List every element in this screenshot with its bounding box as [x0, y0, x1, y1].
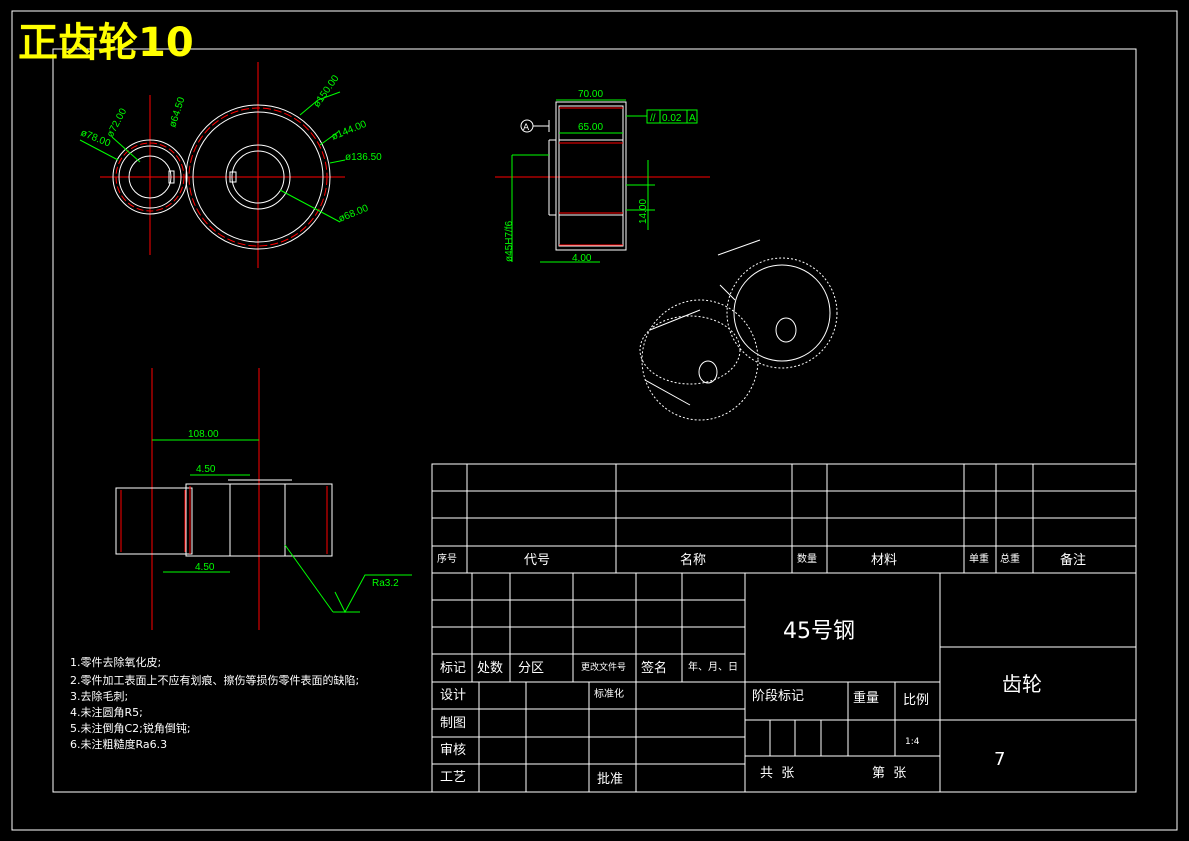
- part-name: 齿轮: [1002, 672, 1042, 696]
- rev-count: 处数: [477, 661, 503, 676]
- outer-border: [11, 10, 1178, 831]
- tolerance-value: 0.02: [662, 113, 682, 124]
- dim-large-pitch: ø144.00: [330, 119, 369, 143]
- bom-header-material: 材料: [871, 553, 897, 568]
- datum-marker: A: [523, 123, 530, 133]
- rev-change-doc: 更改文件号: [581, 661, 626, 673]
- dim-center-distance: 108.00: [188, 429, 219, 440]
- note-2: 2.零件加工表面上不应有划痕、擦伤等损伤零件表面的缺陷;: [70, 673, 359, 687]
- bom-header-remarks: 备注: [1060, 552, 1086, 568]
- weight-label: 重量: [853, 690, 879, 706]
- role-approve: 批准: [597, 772, 623, 787]
- bom-header-name: 名称: [680, 552, 706, 568]
- rev-date: 年、月、日: [688, 660, 738, 673]
- material-value: 45号钢: [783, 619, 855, 644]
- dim-bore: ø45H7/f6: [504, 220, 515, 262]
- note-5: 5.未注倒角C2;锐角倒钝;: [70, 721, 191, 735]
- dim-small-pitch: ø72.00: [105, 106, 130, 139]
- rev-sign: 签名: [641, 660, 667, 676]
- dim-width-total: 70.00: [578, 89, 603, 100]
- dim-large-outer: ø150.00: [311, 73, 341, 110]
- note-1: 1.零件去除氧化皮;: [70, 655, 161, 669]
- bom-header-code: 代号: [524, 553, 550, 568]
- bom-header-qty: 数量: [797, 552, 817, 565]
- title-block: 序号 代号 名称 数量 材料 单重 总重 备注 标记 处数 分区 更改文件号 签…: [431, 463, 1137, 793]
- note-4: 4.未注圆角R5;: [70, 705, 143, 719]
- rev-mark: 标记: [440, 661, 466, 676]
- role-design: 设计: [440, 688, 466, 703]
- gear-section-view: 70.00 65.00 ø45H7/f6 14.00 4.00 // 0.02 …: [495, 89, 710, 264]
- role-standardize: 标准化: [594, 687, 624, 700]
- dim-large-hub: ø68.00: [337, 203, 370, 225]
- bom-header-unit-weight: 单重: [969, 552, 989, 565]
- note-6: 6.未注粗糙度Ra6.3: [70, 737, 167, 751]
- drawing-number: 7: [994, 749, 1005, 770]
- dim-offset-bottom: 4.50: [195, 562, 215, 573]
- dim-chamfer: 4.00: [572, 253, 592, 264]
- dim-small-root: ø64.50: [167, 96, 187, 129]
- scale-label: 比例: [903, 693, 929, 708]
- dim-offset-top: 4.50: [196, 464, 216, 475]
- sheet-number: 第 张: [872, 766, 906, 781]
- role-process: 工艺: [440, 770, 466, 785]
- dim-width-face: 65.00: [578, 122, 603, 133]
- total-sheets: 共 张: [760, 766, 794, 781]
- bom-header-seq: 序号: [437, 552, 457, 565]
- rev-zone: 分区: [518, 661, 544, 676]
- scale-value: 1:4: [905, 737, 920, 747]
- tolerance-symbol: //: [650, 113, 656, 124]
- gear-3d-render: [639, 239, 838, 421]
- assembly-side-view: 108.00 4.50 4.50 Ra3.2: [115, 368, 412, 630]
- dim-large-root: ø136.50: [345, 152, 382, 163]
- role-draw: 制图: [440, 716, 466, 731]
- roughness-label: Ra3.2: [372, 578, 399, 589]
- stage-mark-label: 阶段标记: [752, 689, 804, 704]
- gear-front-view: ø72.00 ø78.00 ø64.50 ø150.00 ø144.00 ø13…: [79, 62, 382, 268]
- bom-header-total-weight: 总重: [1000, 552, 1020, 565]
- note-3: 3.去除毛刺;: [70, 689, 128, 703]
- role-review: 审核: [440, 743, 466, 758]
- dim-keyway: 14.00: [638, 199, 649, 224]
- drawing-title: 正齿轮10: [18, 20, 194, 66]
- tolerance-datum: A: [689, 113, 696, 124]
- technical-notes: 1.零件去除氧化皮; 2.零件加工表面上不应有划痕、擦伤等损伤零件表面的缺陷; …: [70, 655, 359, 751]
